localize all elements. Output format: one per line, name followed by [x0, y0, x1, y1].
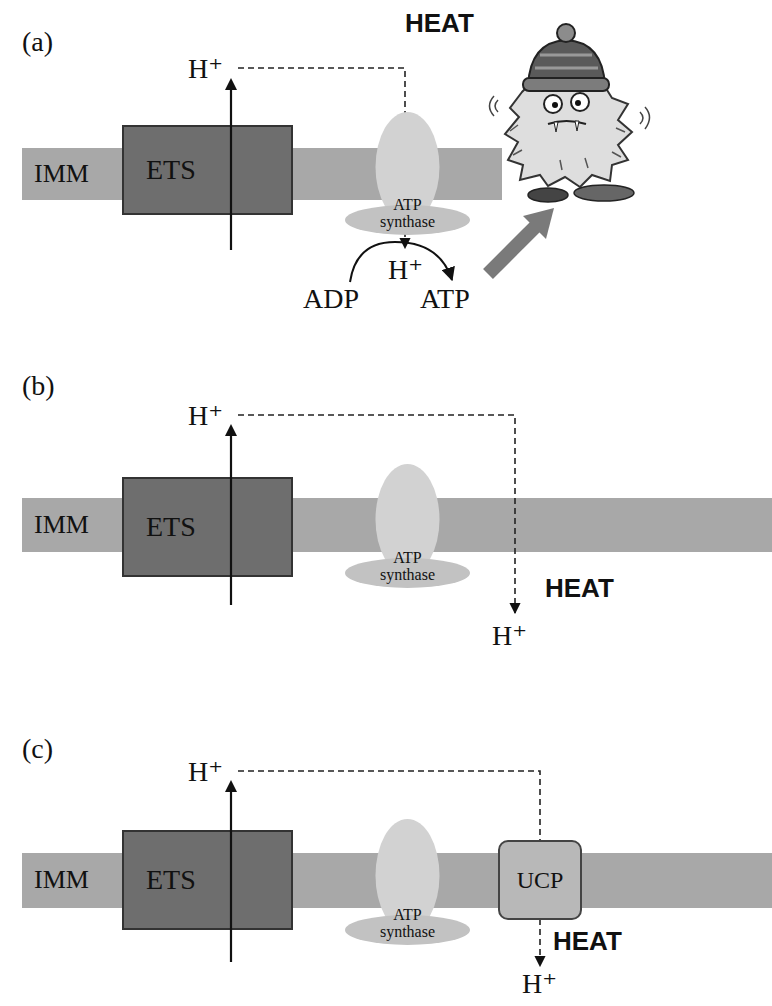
box-label: ETS — [146, 155, 196, 186]
ets-box: ETS — [122, 125, 293, 215]
big-arrow — [488, 226, 536, 274]
box-label: UCP — [517, 867, 564, 893]
membrane-label: IMM — [34, 160, 89, 189]
panel-letter: (c) — [22, 735, 53, 763]
atp-synthase: ATP synthase — [345, 462, 470, 588]
synthase-label: ATP synthase — [380, 906, 435, 941]
proton-pump-arrow — [221, 424, 241, 605]
arrow-head — [225, 780, 237, 792]
atp-synthase: ATP synthase — [345, 110, 470, 235]
panel-letter: (b) — [22, 372, 55, 400]
ion-label: H⁺ — [188, 55, 223, 83]
ets-box: ETS — [122, 477, 293, 577]
proton-pump-arrow — [230, 790, 232, 962]
heat-label: HEAT — [545, 575, 614, 601]
box-label: ETS — [146, 512, 196, 543]
membrane-label: IMM — [34, 866, 89, 895]
ucp-box: UCP — [498, 840, 582, 920]
ion-label: H⁺ — [522, 970, 557, 998]
synthase-label: ATP synthase — [380, 196, 435, 231]
arrow-head — [225, 424, 237, 436]
proton-leak-line — [514, 498, 516, 552]
shivering-cartoon — [490, 24, 650, 202]
ets-box: ETS — [122, 830, 293, 930]
ion-label: H⁺ — [188, 758, 223, 786]
heat-label: HEAT — [405, 10, 474, 36]
big-arrow-head — [523, 208, 554, 239]
atp-synthase: ATP synthase — [345, 817, 470, 945]
panel-letter: (a) — [22, 28, 53, 56]
arrow-head — [225, 78, 237, 90]
ion-label: H⁺ — [188, 402, 223, 430]
synthase-label: ATP synthase — [380, 549, 435, 584]
membrane-label: IMM — [34, 511, 89, 540]
proton-pump-arrow — [230, 88, 232, 250]
proton-pump-arrow — [230, 434, 232, 605]
molecule-label: ADP — [303, 285, 359, 313]
heat-label: HEAT — [553, 928, 622, 954]
proton-pump-arrow — [221, 78, 241, 250]
molecule-label: ATP — [420, 285, 470, 313]
ion-label: H⁺ — [388, 256, 423, 284]
proton-pump-arrow — [221, 780, 241, 962]
box-label: ETS — [146, 865, 196, 896]
ion-label: H⁺ — [492, 622, 527, 650]
